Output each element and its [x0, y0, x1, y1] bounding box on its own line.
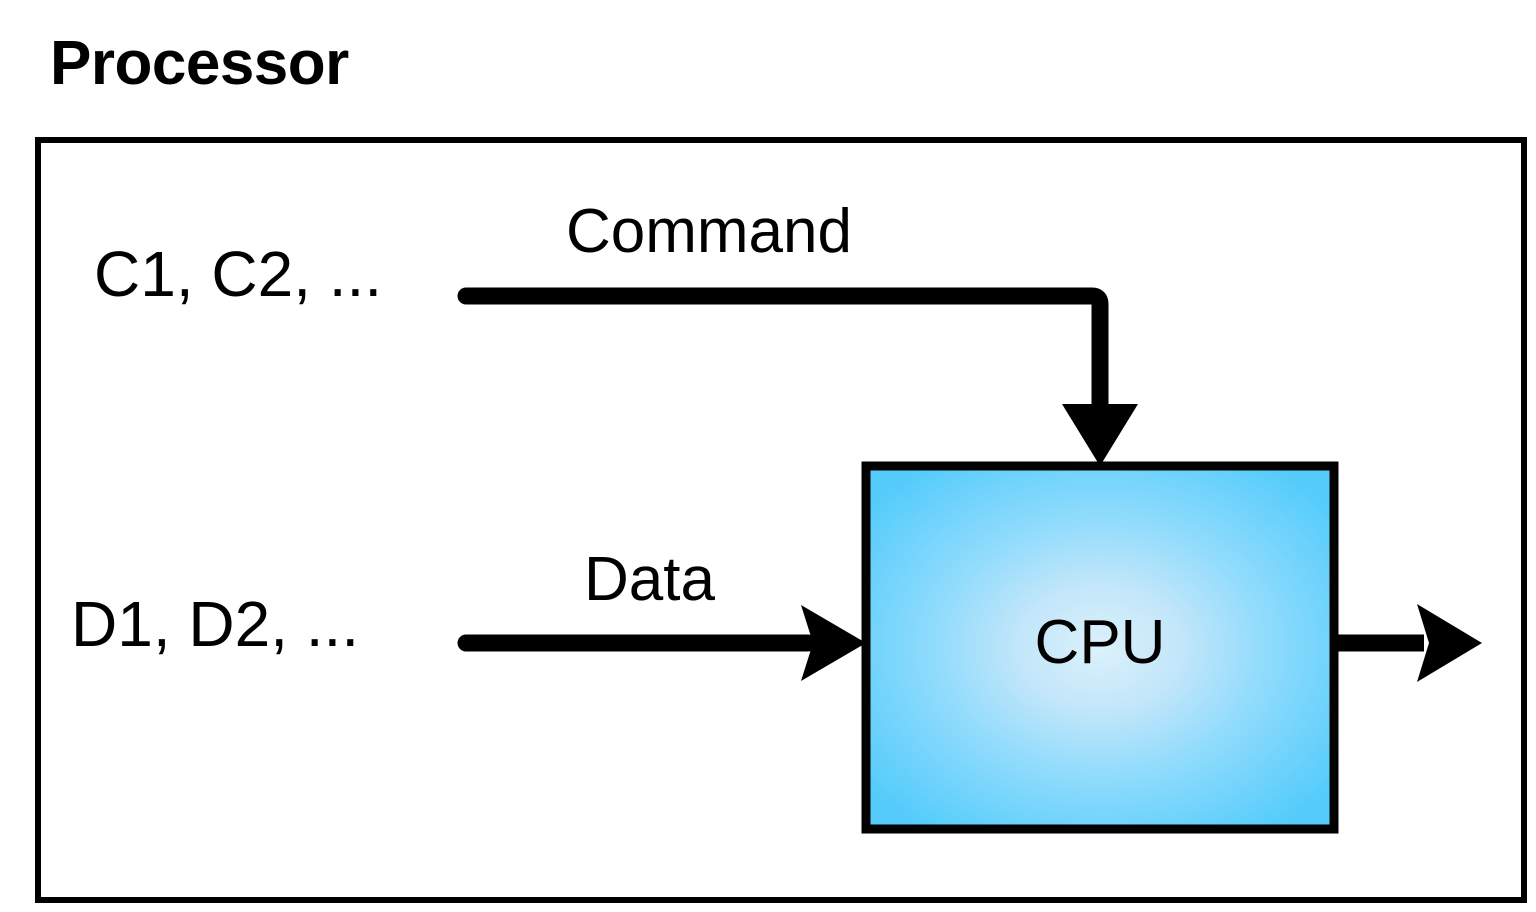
cpu-block-label: CPU — [1034, 608, 1166, 677]
command-edge-label: Command — [566, 197, 852, 266]
data-edge-label: Data — [584, 545, 715, 614]
page-title: Processor — [50, 29, 349, 98]
data-input-label: D1, D2, ... — [71, 588, 360, 660]
processor-boundary-box — [35, 137, 1527, 903]
command-input-label: C1, C2, ... — [94, 238, 383, 310]
